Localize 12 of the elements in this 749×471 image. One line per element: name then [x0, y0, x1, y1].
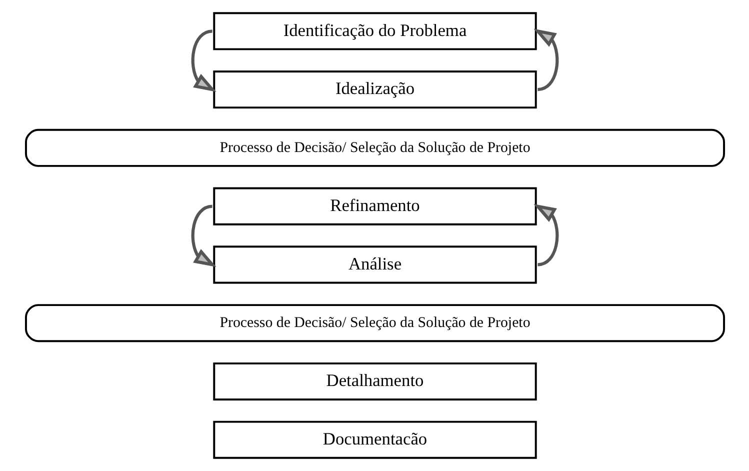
arrow — [190, 204, 216, 268]
node-box: Processo de Decisão/ Seleção da Solução de Projeto — [24, 128, 725, 167]
node-box: Documentacão — [212, 420, 536, 459]
arrow — [190, 30, 216, 92]
arrow — [533, 28, 558, 92]
node-box: Idealização — [212, 70, 536, 109]
node-box: Identificação do Problema — [212, 12, 536, 50]
node-box: Análise — [212, 246, 536, 284]
node-box: Detalhamento — [212, 362, 536, 400]
node-box: Refinamento — [212, 187, 536, 226]
node-box: Processo de Decisão/ Seleção da Solução de Projeto — [24, 304, 725, 342]
arrow — [533, 204, 558, 266]
